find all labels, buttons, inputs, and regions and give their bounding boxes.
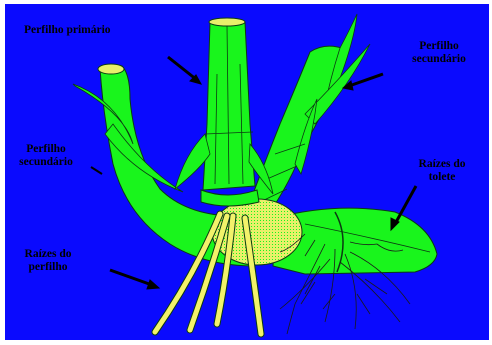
left-tiller-cut-top [98, 64, 124, 74]
label-sett-roots: Raízes do tolete [404, 158, 480, 184]
primary-tiller-cut-top [209, 18, 245, 26]
label-secondary-tiller-right: Perfilho secundário [398, 40, 480, 66]
label-primary-tiller: Perfilho primário [24, 24, 111, 37]
label-tiller-roots: Raízes do perfilho [8, 248, 88, 274]
label-secondary-tiller-left: Perfilho secundário [8, 143, 84, 169]
